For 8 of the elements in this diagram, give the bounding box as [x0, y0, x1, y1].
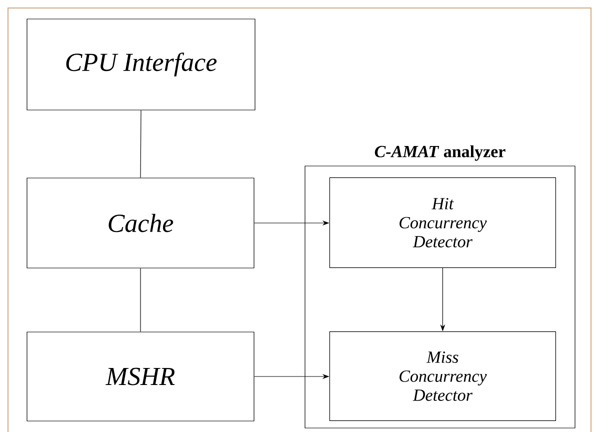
process-box: Miss Concurrency Detector	[329, 331, 556, 421]
node-label: C-AMAT analyzer	[374, 145, 506, 161]
connector-line	[140, 268, 141, 332]
process-box: Cache	[26, 178, 254, 268]
process-box: CPU Interface	[26, 18, 256, 110]
process-box: Hit Concurrency Detector	[329, 177, 556, 268]
process-box: MSHR	[26, 332, 254, 422]
connector-line	[140, 110, 142, 178]
